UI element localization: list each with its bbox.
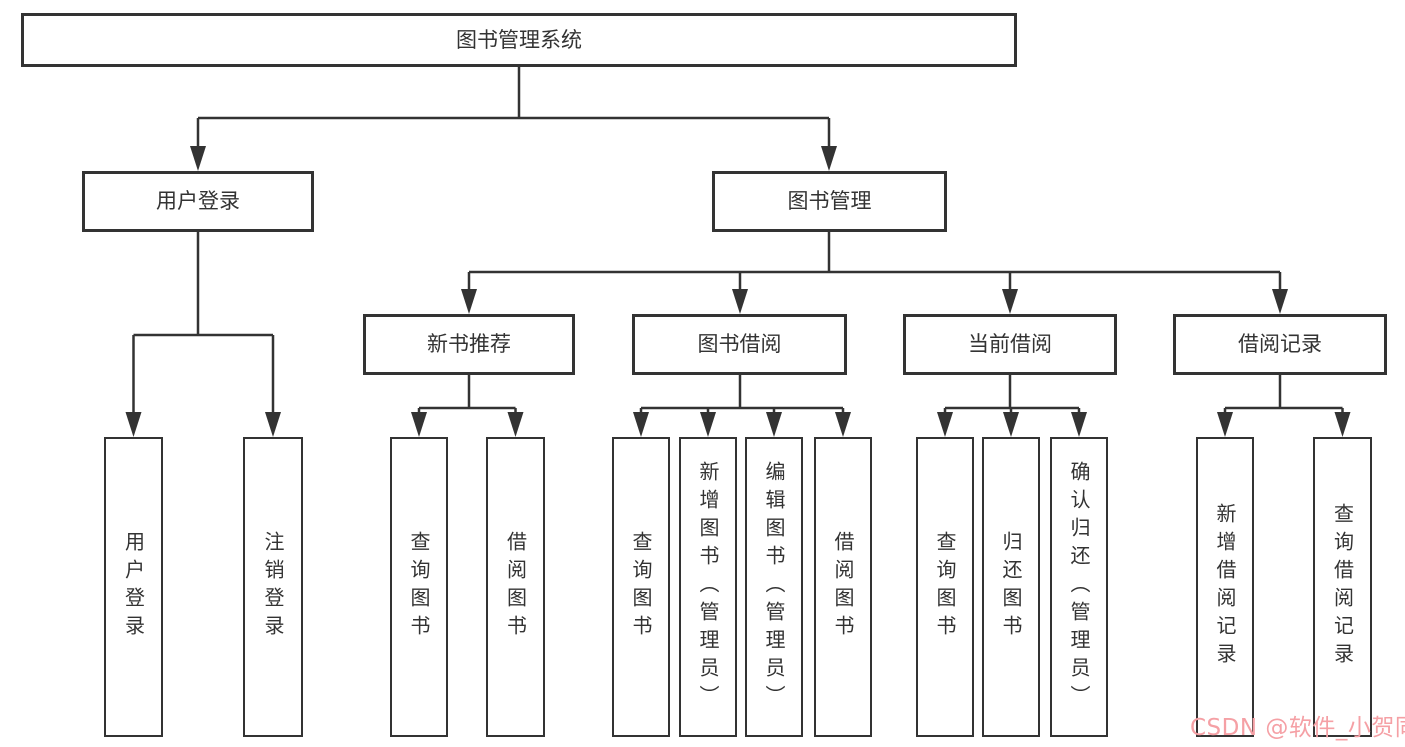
node-label: 新书推荐 (427, 332, 511, 356)
node-label: 确认归还（管理员） (1067, 461, 1091, 713)
node-library-management-system: 图书管理系统 (21, 13, 1017, 67)
leaf-return-books: 归还图书 (982, 437, 1040, 737)
node-book-management: 图书管理 (712, 171, 947, 232)
node-label: 编辑图书（管理员） (762, 461, 786, 713)
leaf-borrow-books-borrowing: 借阅图书 (814, 437, 872, 737)
watermark: CSDN @软件_小贺同学 (1190, 715, 1405, 741)
node-label: 新增图书（管理员） (696, 461, 720, 713)
node-book-borrowing: 图书借阅 (632, 314, 847, 375)
node-label: 借阅图书 (503, 531, 528, 643)
node-label: 图书管理系统 (456, 27, 582, 52)
node-label: 新增借阅记录 (1213, 503, 1237, 671)
leaf-confirm-return-admin: 确认归还（管理员） (1050, 437, 1108, 737)
node-label: 归还图书 (999, 531, 1023, 643)
node-user-login: 用户登录 (82, 171, 314, 232)
leaf-edit-book-admin: 编辑图书（管理员） (745, 437, 803, 737)
node-borrowing-records: 借阅记录 (1173, 314, 1387, 375)
leaf-borrow-books-recommend: 借阅图书 (486, 437, 545, 737)
node-label: 图书管理 (787, 189, 872, 213)
node-label: 注销登录 (261, 531, 285, 643)
node-label: 查询图书 (407, 531, 431, 643)
node-label: 用户登录 (156, 189, 240, 213)
leaf-logout: 注销登录 (243, 437, 303, 737)
node-label: 当前借阅 (968, 332, 1052, 356)
leaf-query-books-borrowing: 查询图书 (612, 437, 670, 737)
leaf-user-login: 用户登录 (104, 437, 163, 737)
node-label: 用户登录 (121, 531, 146, 643)
leaf-query-books-current: 查询图书 (916, 437, 974, 737)
leaf-query-borrow-record: 查询借阅记录 (1313, 437, 1372, 737)
node-label: 借阅图书 (831, 531, 855, 643)
node-label: 查询借阅记录 (1330, 503, 1355, 671)
node-label: 查询图书 (933, 531, 957, 643)
leaf-add-book-admin: 新增图书（管理员） (679, 437, 737, 737)
node-new-book-recommendation: 新书推荐 (363, 314, 575, 375)
node-label: 借阅记录 (1238, 332, 1322, 356)
node-label: 查询图书 (629, 531, 653, 643)
node-label: 图书借阅 (697, 332, 782, 356)
arrowhead-icons (125, 146, 1351, 437)
leaf-add-borrow-record: 新增借阅记录 (1196, 437, 1254, 737)
leaf-query-books-recommend: 查询图书 (390, 437, 448, 737)
node-current-borrowing: 当前借阅 (903, 314, 1117, 375)
